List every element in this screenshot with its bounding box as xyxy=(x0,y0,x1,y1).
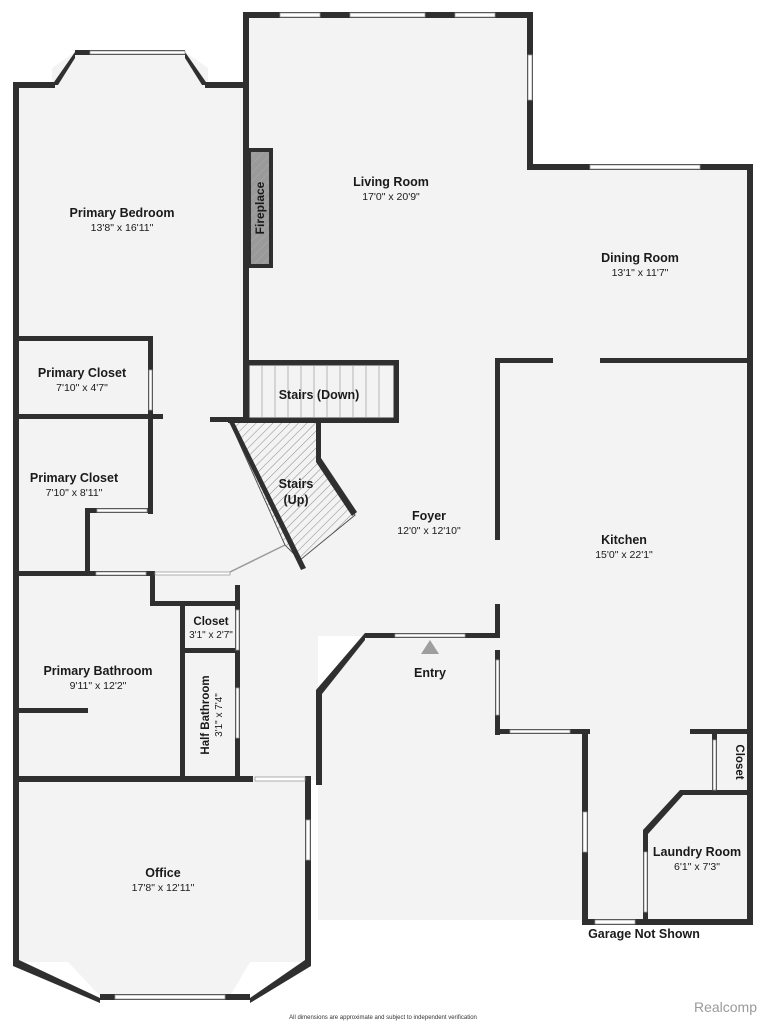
half-bathroom-name: Half Bathroom xyxy=(200,675,212,754)
closet-small-name: Closet xyxy=(193,616,228,628)
windows xyxy=(89,12,717,1000)
stairs-up xyxy=(228,418,357,570)
entry-label: Entry xyxy=(414,666,446,680)
foyer-dims: 12'0" x 12'10" xyxy=(397,525,461,537)
disclaimer-text: All dimensions are approximate and subje… xyxy=(289,1015,477,1021)
dining-room-name: Dining Room xyxy=(601,251,679,265)
room-labels: Living Room 17'0" x 20'9" Primary Bedroo… xyxy=(30,175,757,1021)
entry-arrow-icon xyxy=(421,640,439,654)
stairs-up-label-1: Stairs xyxy=(279,477,314,491)
laundry-room-dims: 6'1" x 7'3" xyxy=(674,861,720,873)
primary-closet-1-dims: 7'10" x 4'7" xyxy=(56,382,108,394)
primary-bathroom-name: Primary Bathroom xyxy=(43,664,152,678)
office-name: Office xyxy=(145,866,180,880)
closet-small-dims: 3'1" x 2'7" xyxy=(189,630,233,641)
primary-closet-2-dims: 7'10" x 8'11" xyxy=(46,487,103,499)
primary-closet-2-name: Primary Closet xyxy=(30,471,119,485)
laundry-room-name: Laundry Room xyxy=(653,845,741,859)
primary-closet-1-name: Primary Closet xyxy=(38,366,127,380)
realcomp-brand: Realcomp xyxy=(694,999,757,1015)
primary-bedroom-dims: 13'8" x 16'11" xyxy=(91,222,154,234)
office-dims: 17'8" x 12'11" xyxy=(132,882,195,894)
kitchen-name: Kitchen xyxy=(601,533,647,547)
closet-right-label: Closet xyxy=(733,744,745,779)
half-bathroom-dims: 3'1" x 7'4" xyxy=(214,693,225,737)
garage-label: Garage Not Shown xyxy=(588,927,700,941)
dining-room-dims: 13'1" x 11'7" xyxy=(612,267,669,279)
foyer-name: Foyer xyxy=(412,509,446,523)
primary-bathroom-dims: 9'11" x 12'2" xyxy=(70,680,127,692)
living-room-dims: 17'0" x 20'9" xyxy=(362,191,420,203)
living-room-name: Living Room xyxy=(353,175,429,189)
kitchen-dims: 15'0" x 22'1" xyxy=(595,549,653,561)
fireplace-label: Fireplace xyxy=(253,181,267,234)
floor-fill xyxy=(16,15,750,996)
stairs-down-label: Stairs (Down) xyxy=(279,388,360,402)
primary-bedroom-name: Primary Bedroom xyxy=(70,206,175,220)
stairs-down xyxy=(248,364,395,419)
stairs-up-label-2: (Up) xyxy=(284,493,309,507)
